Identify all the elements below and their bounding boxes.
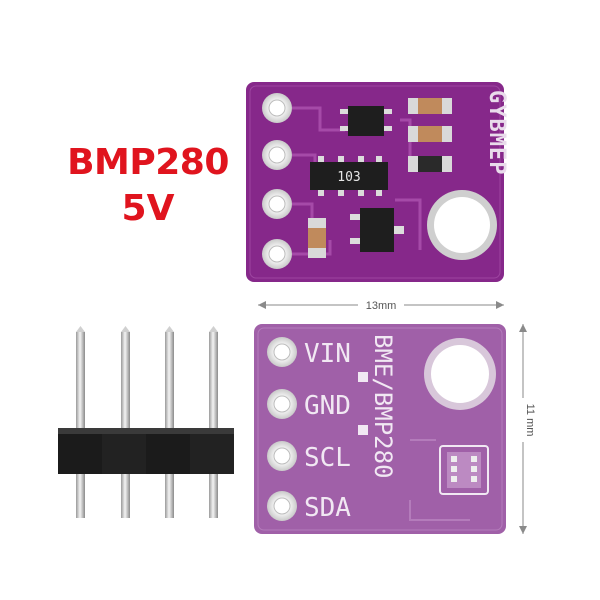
- top-silkscreen-label: GYBMEP: [484, 90, 509, 175]
- chip-code-label: 103: [337, 170, 360, 185]
- pin-header: [58, 326, 234, 518]
- product-voltage: 5V: [121, 188, 175, 229]
- pin-label-vin: VIN: [304, 339, 351, 369]
- smd-components: [308, 98, 452, 258]
- resistor-array-chip: 103: [310, 156, 388, 196]
- header-pin-4: [209, 326, 218, 518]
- header-plastic-body: [58, 428, 234, 474]
- bottom-pcb-board: VIN GND SCL SDA BME/BMP280: [254, 324, 506, 534]
- height-label: 11 mm: [524, 404, 536, 437]
- pin-label-gnd: GND: [304, 391, 351, 421]
- width-dimension: 13mm: [258, 298, 504, 312]
- top-pcb-board: 103 GYBMEP: [246, 82, 509, 282]
- top-sot-chip: [340, 106, 392, 136]
- header-pin-1: [76, 326, 85, 518]
- header-pin-2: [121, 326, 130, 518]
- top-mosfet-chip: [350, 208, 404, 252]
- width-label: 13mm: [366, 300, 397, 312]
- sensor-footprint: [439, 445, 489, 495]
- height-dimension: 11 mm: [516, 324, 536, 534]
- pin-label-scl: SCL: [304, 443, 351, 473]
- bottom-pin-pads: [267, 337, 297, 521]
- pin-label-sda: SDA: [304, 493, 351, 523]
- product-title: BMP280: [67, 142, 229, 183]
- top-pin-pads: [262, 93, 292, 269]
- header-pin-3: [165, 326, 174, 518]
- bottom-vertical-label: BME/BMP280: [369, 334, 397, 479]
